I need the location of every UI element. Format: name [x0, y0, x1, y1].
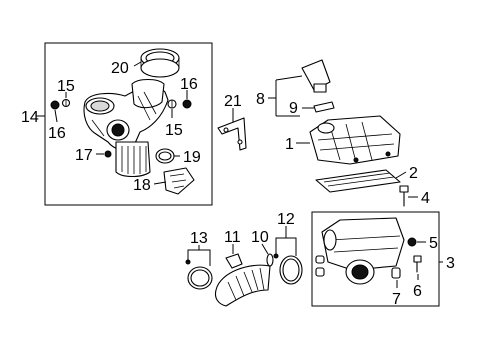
callout-17: 17: [75, 147, 93, 164]
callout-16-left: 16: [48, 125, 66, 142]
part-19-o-ring: [155, 148, 175, 164]
callout-15-left: 15: [57, 78, 75, 95]
callout-6: 6: [413, 283, 422, 300]
callout-1: 1: [285, 136, 294, 153]
part-5-grommet: [407, 237, 417, 247]
part-15-clip-a: [61, 98, 71, 108]
callout-2: 2: [409, 165, 418, 182]
callout-9: 9: [289, 100, 298, 117]
part-3-mount-a: [315, 255, 325, 264]
part-8-mass-air-flow-sensor: [301, 59, 331, 93]
callout-12: 12: [277, 211, 295, 228]
callout-15-right: 15: [165, 122, 183, 139]
part-16-nut-b: [182, 99, 192, 109]
part-1-upper-housing: [309, 115, 401, 165]
callout-16-right: 16: [180, 76, 198, 93]
part-11-clamp: [225, 253, 243, 269]
part-17-bolt: [104, 150, 112, 158]
part-4-bolt: [399, 185, 409, 207]
part-10-clamp: [266, 253, 274, 267]
callout-8: 8: [256, 91, 265, 108]
callout-5: 5: [429, 235, 438, 252]
callout-3: 3: [446, 255, 455, 272]
part-12-clamp: [273, 253, 303, 285]
part-3-mount-b: [315, 267, 325, 277]
part-15-clip-b: [167, 99, 177, 109]
leader-lines: [36, 61, 443, 288]
part-20-seal-ring: [140, 48, 180, 78]
part-14-resonator-body: [83, 78, 169, 152]
part-13-clamp: [185, 259, 213, 290]
callout-20: 20: [111, 60, 129, 77]
part-air-intake-hose: [214, 264, 271, 307]
callout-10: 10: [251, 229, 269, 246]
callout-19: 19: [183, 149, 201, 166]
part-21-bracket: [217, 117, 247, 151]
part-7-insulator: [391, 267, 401, 279]
callout-4: 4: [421, 190, 430, 207]
part-9-gasket: [313, 101, 335, 113]
part-17-box: [115, 141, 151, 178]
callout-11: 11: [224, 229, 241, 246]
callout-14: 14: [21, 109, 39, 126]
part-16-nut-a: [50, 100, 60, 110]
lower-housing-group-box: [311, 211, 440, 307]
part-3-lower-housing: [321, 217, 405, 285]
callout-labels: 20 15 14 16 16 15 17 19 18 21 8 9 1 2 4 …: [21, 60, 455, 308]
callout-18: 18: [133, 177, 151, 194]
part-18-hose: [163, 167, 195, 195]
callout-7: 7: [392, 291, 401, 308]
part-2-filter-element: [315, 169, 401, 193]
callout-21: 21: [224, 93, 242, 110]
callout-13: 13: [190, 230, 208, 247]
part-6-bolt: [413, 255, 422, 273]
resonator-group-box: [44, 42, 213, 206]
